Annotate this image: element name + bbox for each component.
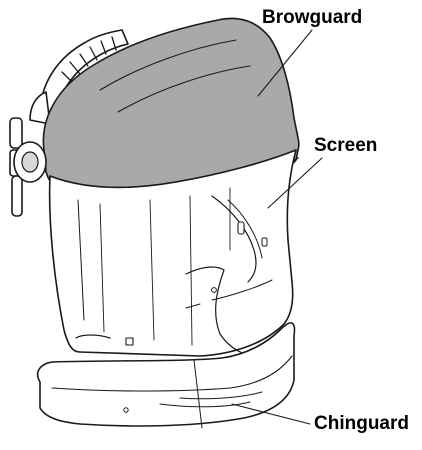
chinguard-label: Chinguard [314, 414, 409, 433]
browguard-label: Browguard [262, 8, 362, 27]
screen-label: Screen [314, 136, 377, 155]
